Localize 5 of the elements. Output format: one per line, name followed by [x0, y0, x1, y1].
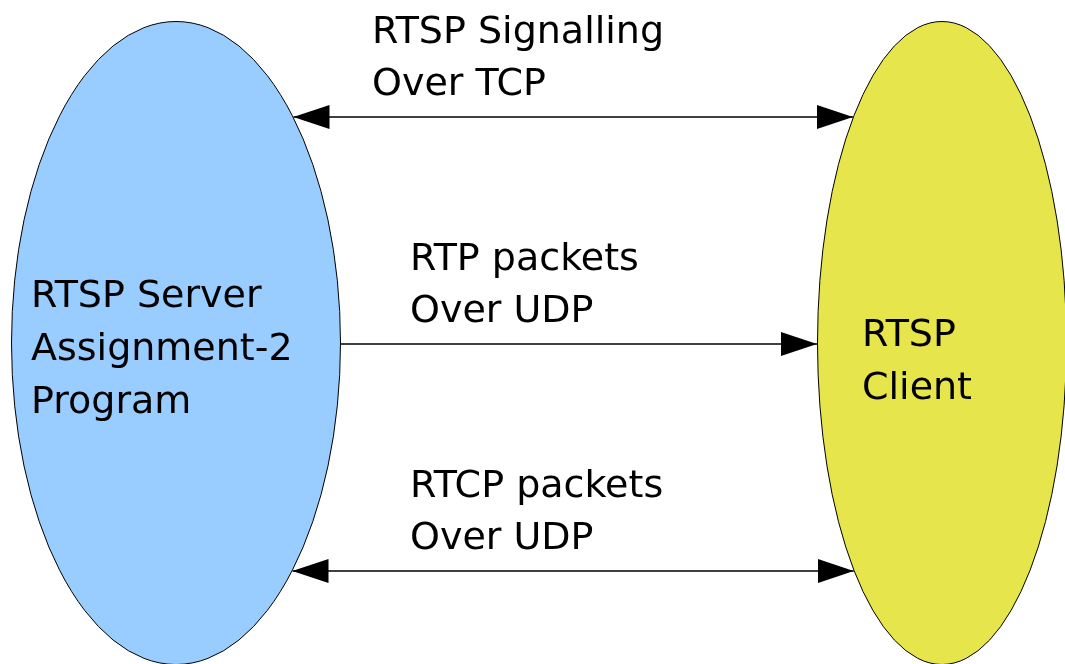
arrow — [340, 332, 818, 356]
node-label: RTSP Server Assignment-2 Program — [31, 271, 294, 424]
arrow — [291, 559, 855, 583]
node-label: RTSP Client — [862, 310, 973, 410]
arrow — [292, 105, 854, 129]
